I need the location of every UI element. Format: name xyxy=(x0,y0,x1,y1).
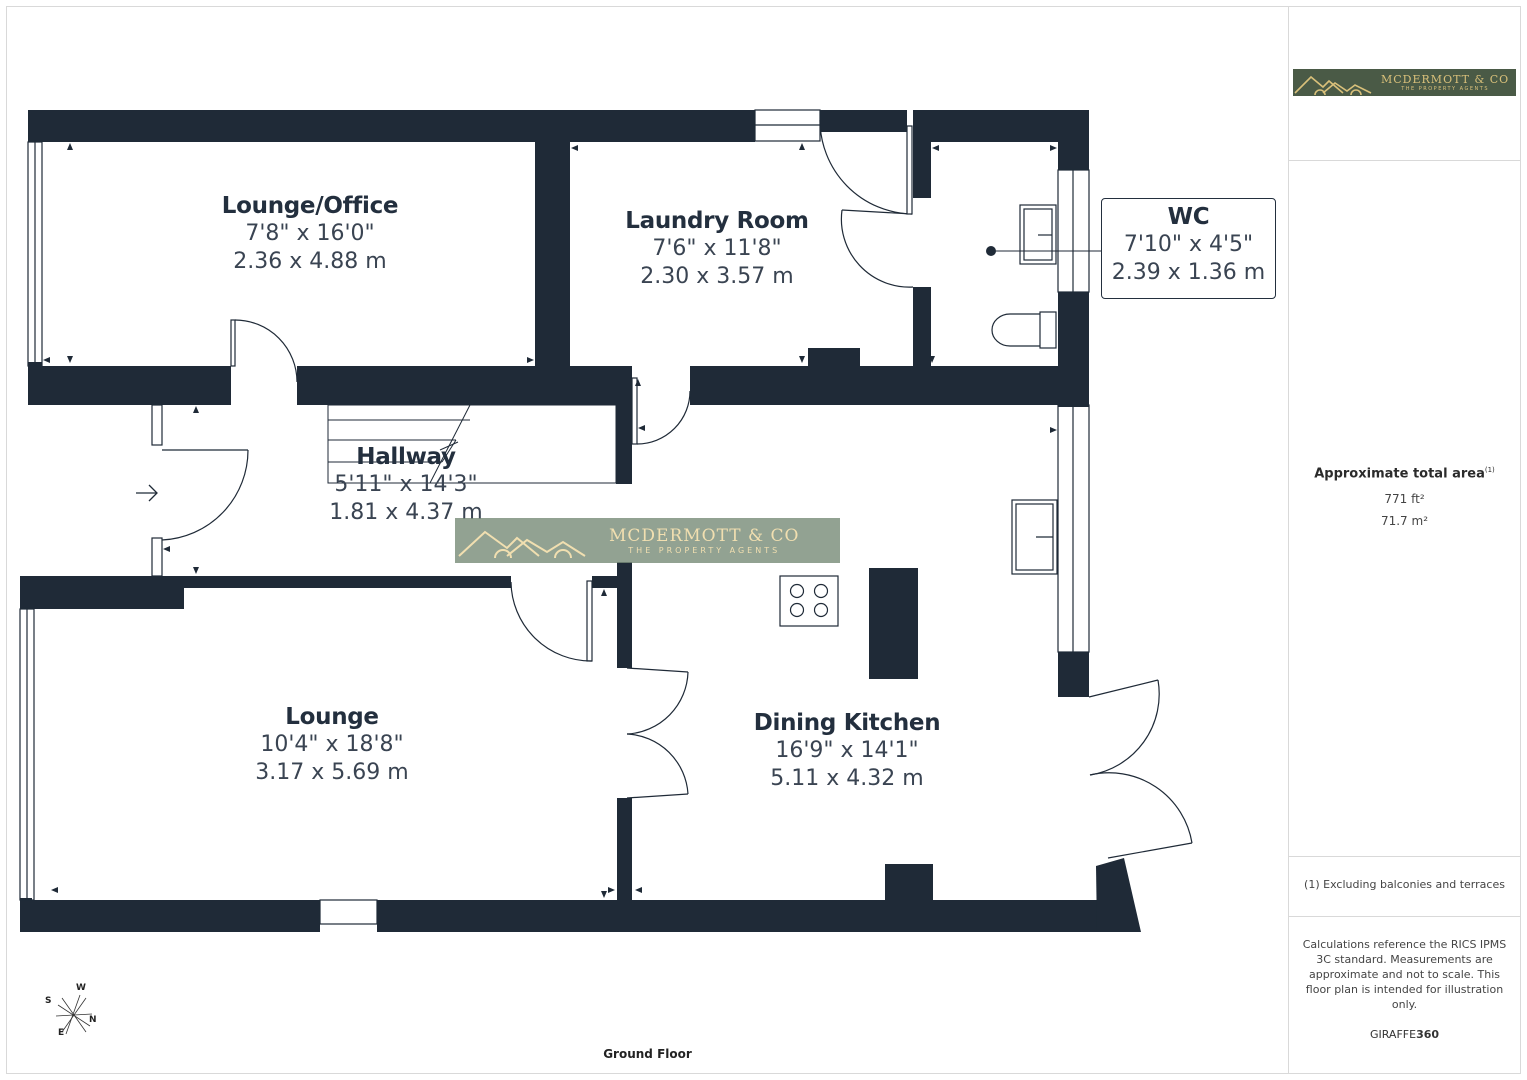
staircase xyxy=(327,404,617,484)
agency-tagline: THE PROPERTY AGENTS xyxy=(628,546,781,555)
doors xyxy=(161,119,1193,859)
sidebar-divider xyxy=(1288,916,1521,917)
floor-name: Ground Floor xyxy=(603,1047,692,1061)
page-frame xyxy=(6,6,1521,1074)
fixtures xyxy=(779,204,1058,627)
info-sidebar xyxy=(1288,6,1521,1074)
room-label-dining-kitchen: Dining Kitchen 16'9" x 14'1" 5.11 x 4.32… xyxy=(697,709,997,793)
room-name: Lounge/Office xyxy=(221,193,399,219)
room-label-lounge: Lounge 10'4" x 18'8" 3.17 x 5.69 m xyxy=(182,703,482,787)
roofline-icon xyxy=(458,530,586,559)
room-name: Lounge xyxy=(285,704,379,730)
agency-name: MCDERMOTT & CO xyxy=(609,526,800,546)
area-imperial: 771 ft² xyxy=(1384,492,1425,506)
wc-label-leader xyxy=(986,246,1101,256)
compass-west: W xyxy=(76,983,86,993)
walls xyxy=(20,110,1141,932)
provider-prefix: GIRAFFE xyxy=(1369,1028,1417,1041)
sidebar-divider xyxy=(1288,856,1521,857)
room-imperial: 7'10" x 4'5" xyxy=(1123,232,1254,257)
room-metric: 2.36 x 4.88 m xyxy=(233,249,387,274)
entrance-arrow-icon xyxy=(136,484,158,502)
provider-suffix: 360 xyxy=(1416,1028,1440,1041)
area-metric: 71.7 m² xyxy=(1380,514,1429,528)
roofline-icon xyxy=(1294,75,1372,96)
room-label-lounge-office: Lounge/Office 7'8" x 16'0" 2.36 x 4.88 m xyxy=(160,192,460,276)
room-imperial: 7'6" x 11'8" xyxy=(652,236,782,261)
footnote-marker: (1) xyxy=(1484,466,1495,474)
exclusion-note: (1) Excluding balconies and terraces xyxy=(1304,878,1505,891)
watermark-logo: MCDERMOTT & CO THE PROPERTY AGENTS xyxy=(455,518,840,563)
room-metric: 2.30 x 3.57 m xyxy=(640,264,794,289)
room-name: Hallway xyxy=(356,444,456,470)
room-name: Dining Kitchen xyxy=(753,710,941,736)
floor-plan xyxy=(19,109,1193,1035)
room-name: Laundry Room xyxy=(625,208,809,234)
room-imperial: 5'11" x 14'3" xyxy=(334,472,478,497)
room-label-hallway: Hallway 5'11" x 14'3" 1.81 x 4.37 m xyxy=(256,443,556,527)
room-metric: 3.17 x 5.69 m xyxy=(255,760,409,785)
room-metric: 2.39 x 1.36 m xyxy=(1111,260,1266,285)
room-imperial: 16'9" x 14'1" xyxy=(775,738,919,763)
room-metric: 5.11 x 4.32 m xyxy=(770,766,924,791)
agency-tagline: THE PROPERTY AGENTS xyxy=(1401,85,1489,92)
disclaimer-note: Calculations reference the RICS IPMS 3C … xyxy=(1302,938,1507,1011)
compass-south: S xyxy=(45,996,52,1006)
compass-east: E xyxy=(58,1028,65,1038)
sidebar-divider xyxy=(1288,160,1521,161)
room-label-laundry-room: Laundry Room 7'6" x 11'8" 2.30 x 3.57 m xyxy=(567,207,867,291)
dimension-markers xyxy=(43,143,1057,898)
agency-name: MCDERMOTT & CO xyxy=(1381,72,1510,86)
area-title: Approximate total area(1) xyxy=(1290,466,1519,481)
area-title-text: Approximate total area xyxy=(1314,466,1485,482)
room-name: WC xyxy=(1167,204,1210,230)
wc-label-box xyxy=(1101,198,1276,299)
compass-rose-icon xyxy=(55,994,93,1035)
room-imperial: 10'4" x 18'8" xyxy=(260,732,404,757)
room-imperial: 7'8" x 16'0" xyxy=(245,221,375,246)
provider-brand: GIRAFFE360 xyxy=(1290,1028,1519,1041)
room-label-wc: WC 7'10" x 4'5" 2.39 x 1.36 m xyxy=(1101,203,1276,287)
compass-north: N xyxy=(89,1015,97,1025)
agency-logo: MCDERMOTT & CO THE PROPERTY AGENTS xyxy=(1293,69,1516,96)
